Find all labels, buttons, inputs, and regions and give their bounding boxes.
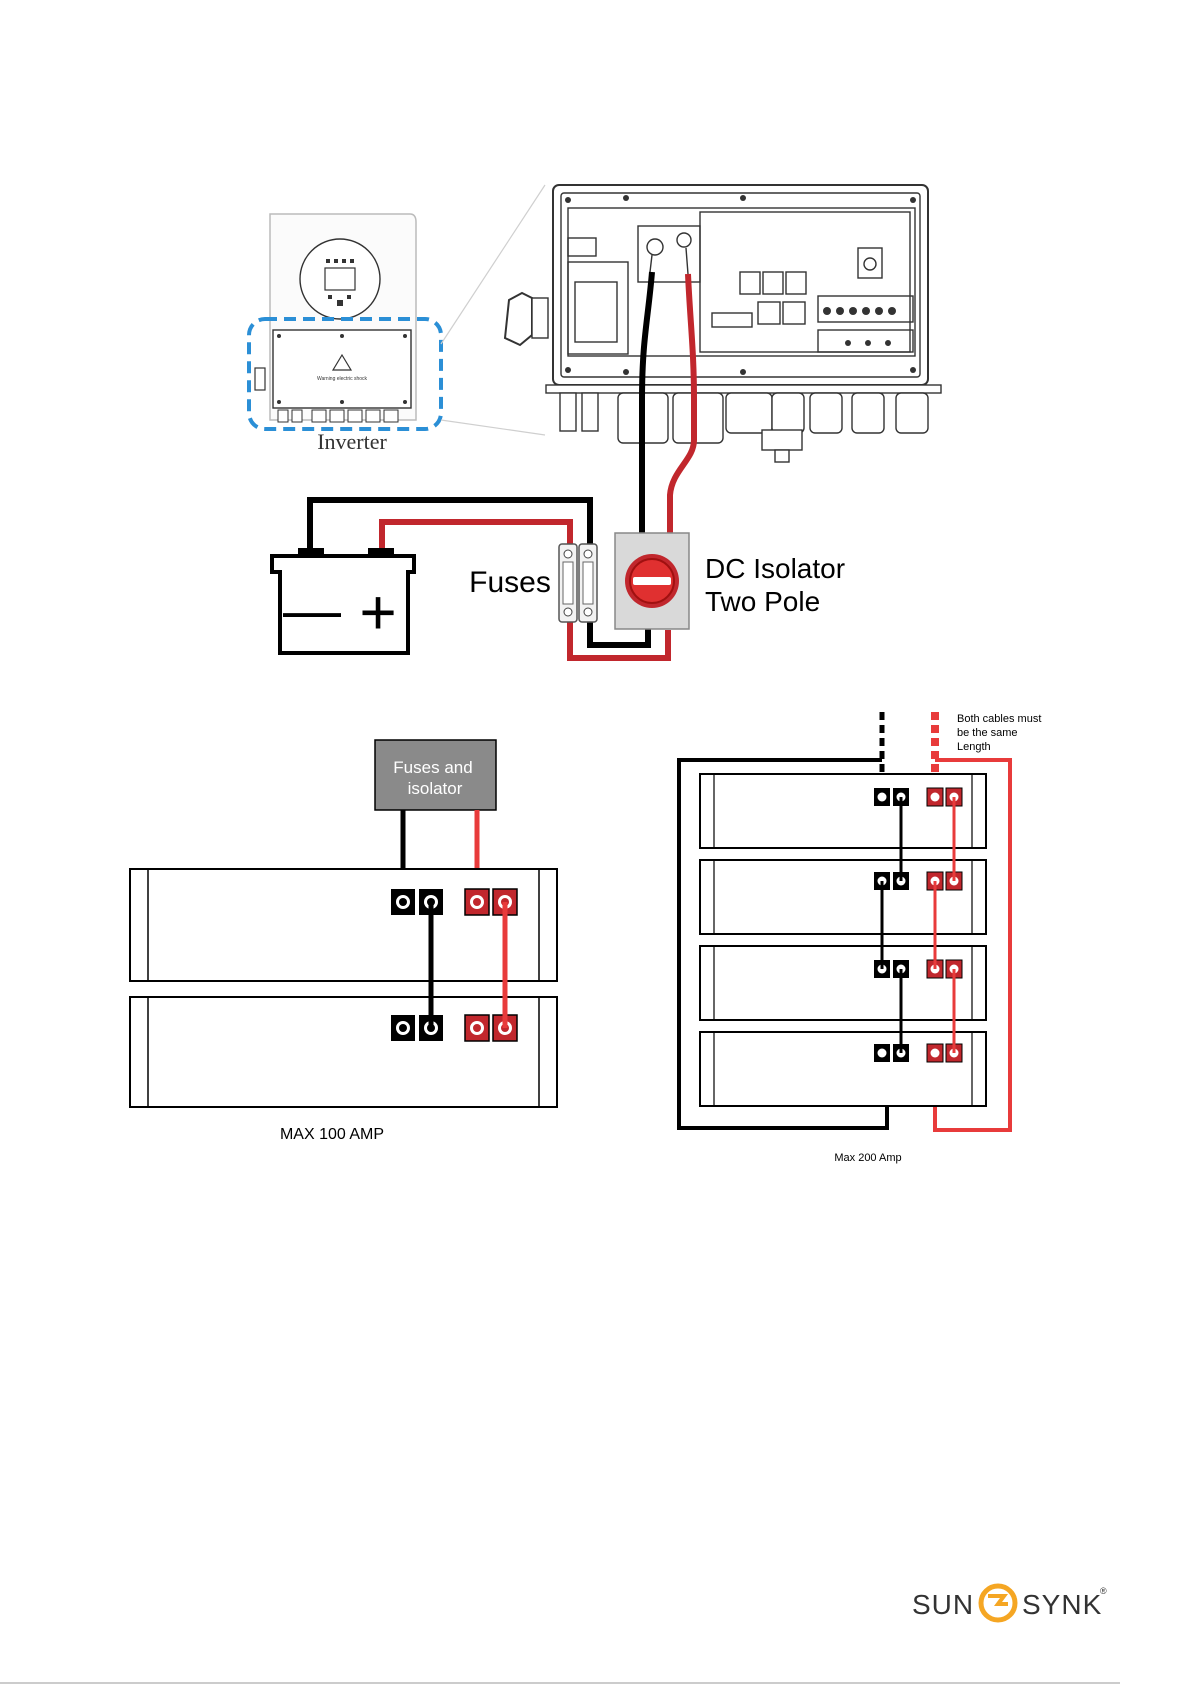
- battery-module: [700, 1032, 986, 1106]
- battery-module: [700, 860, 986, 934]
- two-battery-diagram: Fuses and isolator MAX 100 AMP: [130, 740, 557, 1143]
- cable-note-line3: Length: [957, 741, 991, 753]
- four-battery-diagram: Both cables must be the same Length: [679, 712, 1041, 1164]
- lcd-screen-icon: [325, 268, 355, 290]
- fuses-isolator-line2: isolator: [408, 779, 463, 798]
- fuses-label: Fuses: [469, 566, 551, 599]
- isolator-label-line1: DC Isolator: [705, 553, 845, 584]
- inverter-warning-text: Warning electric shock: [317, 376, 368, 382]
- battery-module: [130, 869, 557, 981]
- inverter-cover: [273, 330, 411, 408]
- cable-note-line2: be the same: [957, 727, 1018, 739]
- fuse-holder-icon: [559, 544, 597, 622]
- isolator-label-line2: Two Pole: [705, 586, 820, 617]
- brand-text-right: SYNK: [1022, 1589, 1102, 1620]
- dc-isolator-icon: [615, 533, 689, 629]
- cable-note-line1: Both cables must: [957, 713, 1041, 725]
- brand-text-left: SUN: [912, 1589, 974, 1620]
- right-caption: Max 200 Amp: [834, 1152, 901, 1164]
- battery-plus-sign: +: [359, 576, 396, 648]
- dc-switch-handle-icon: [505, 293, 532, 345]
- side-switch-icon: [255, 368, 265, 390]
- sunsynk-logo: SUN SYNK ®: [912, 1586, 1107, 1620]
- fuses-isolator-line1: Fuses and: [393, 758, 472, 777]
- battery-module: [700, 946, 986, 1020]
- inverter-overview: Warning electric shock Inverter: [249, 185, 545, 454]
- battery-wiring: — + Fuses DC Isolator Two Pole: [272, 480, 845, 658]
- sunsynk-swirl-icon: [981, 1586, 1015, 1620]
- battery-minus-sign: —: [283, 578, 341, 643]
- left-caption: MAX 100 AMP: [280, 1126, 384, 1143]
- inverter-label: Inverter: [317, 429, 387, 454]
- battery-module: [130, 997, 557, 1107]
- battery-module: [700, 774, 986, 848]
- brand-registered-mark: ®: [1100, 1586, 1107, 1596]
- inverter-detail: [505, 185, 941, 540]
